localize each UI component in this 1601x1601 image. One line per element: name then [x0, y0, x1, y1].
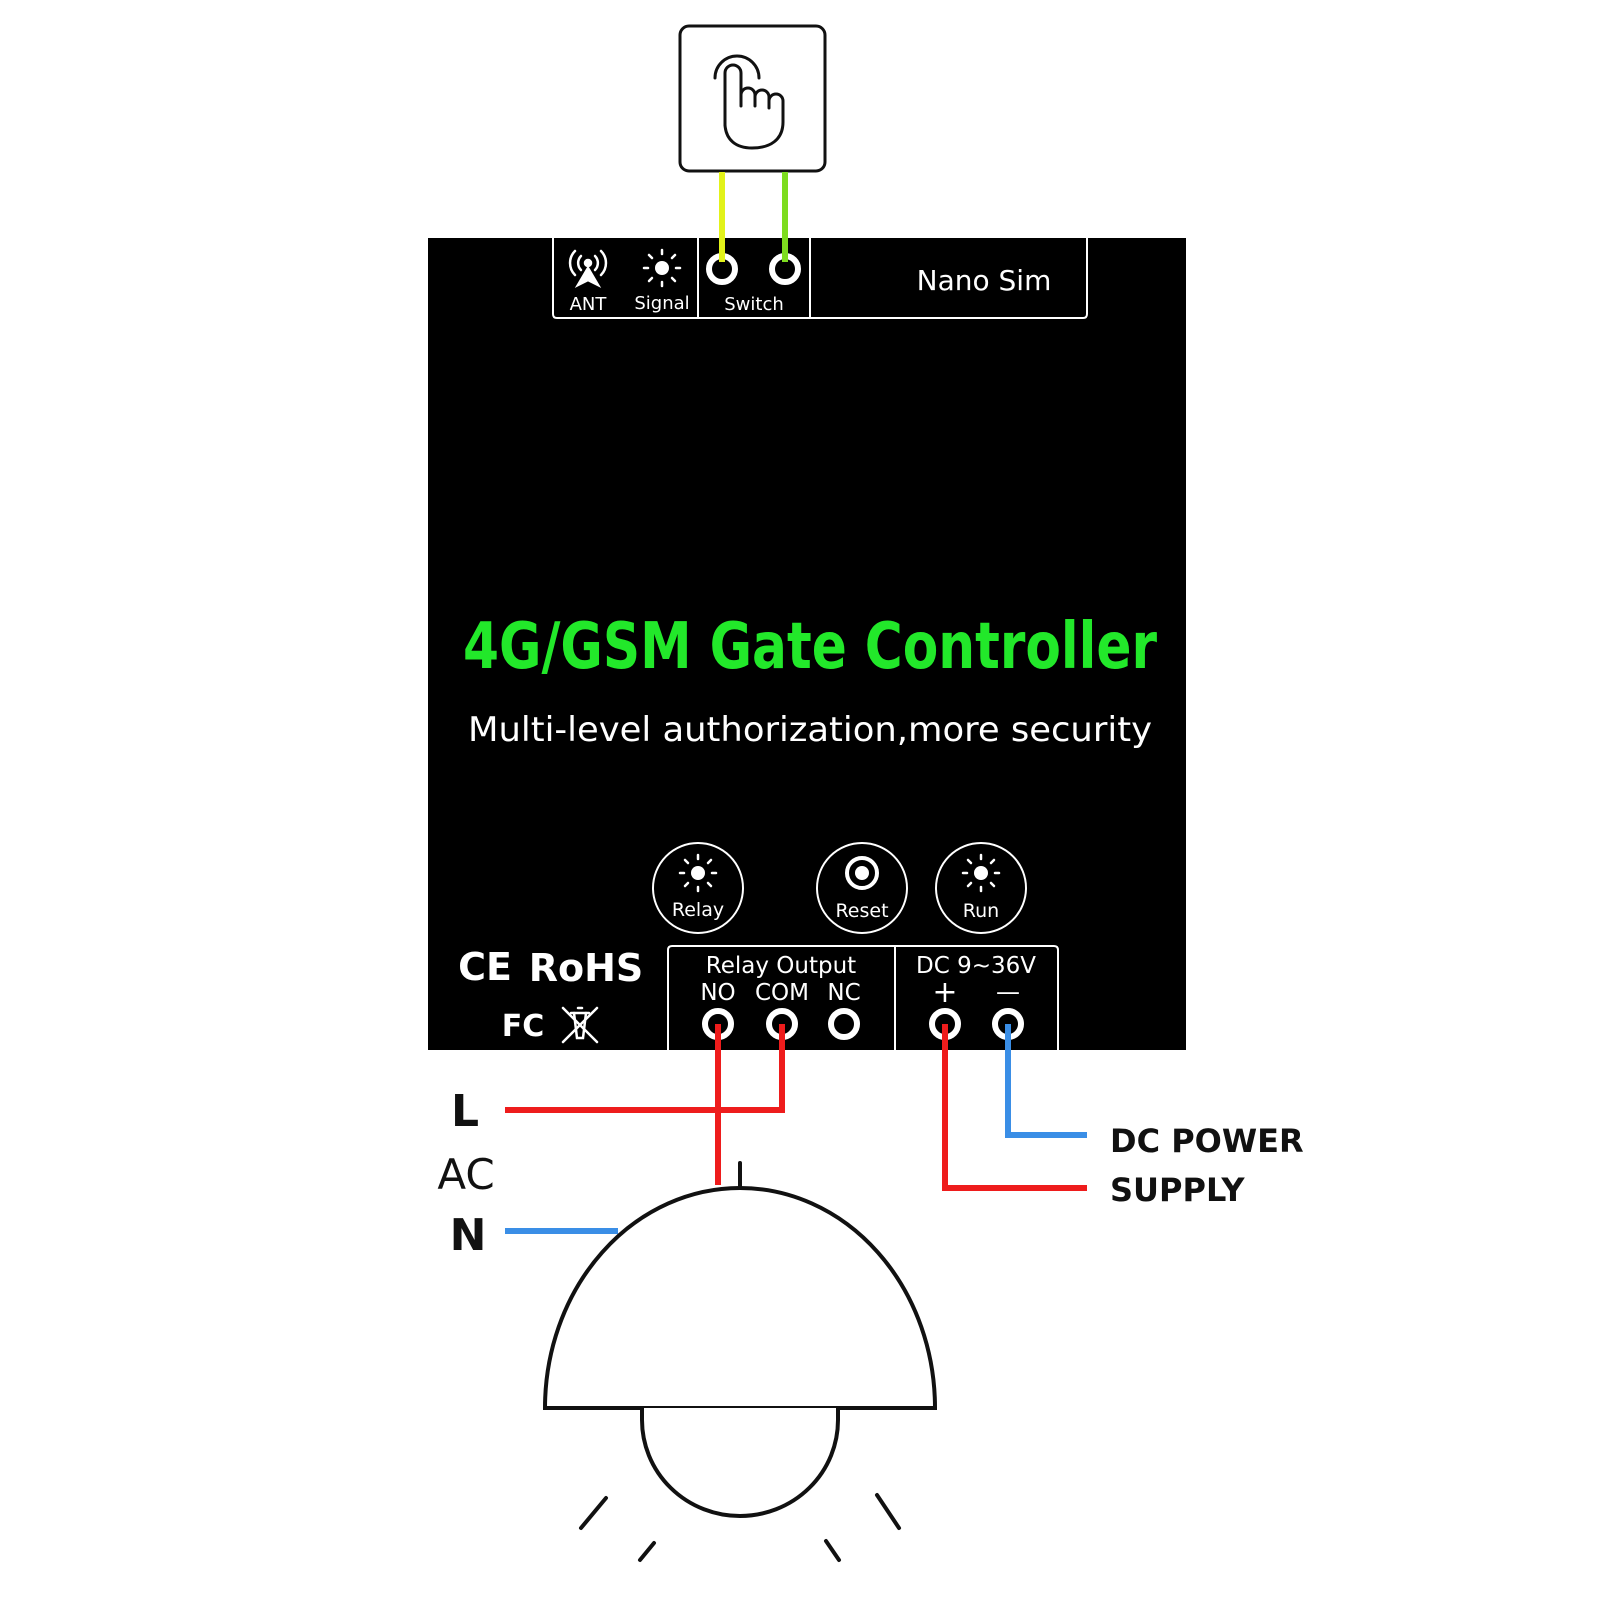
dc-power-label: DC POWER	[1110, 1122, 1304, 1160]
touch-switch	[678, 24, 827, 173]
wire-com-to-l	[505, 1024, 785, 1113]
rohs-mark: RoHS	[529, 946, 644, 990]
device-subtitle: Multi-level authorization,more security	[468, 710, 1152, 750]
signal-label: Signal	[634, 293, 689, 314]
ac-n-label: N	[450, 1210, 487, 1261]
switch-label: Switch	[724, 294, 784, 315]
weee-bin-icon	[561, 1006, 599, 1044]
wires	[505, 1024, 1087, 1234]
ant-label: ANT	[570, 294, 608, 315]
wire-dc-plus	[942, 1024, 1087, 1191]
relay-output-label: Relay Output	[706, 953, 856, 979]
touch-hand-icon	[713, 54, 785, 150]
ce-mark-icon: CE	[458, 945, 512, 989]
dc-minus-label: —	[996, 978, 1020, 1006]
run-indicator: Run	[935, 842, 1027, 934]
dc-plus-label: +	[932, 975, 957, 1010]
relay-led-icon	[678, 853, 718, 893]
supply-label: SUPPLY	[1110, 1171, 1245, 1209]
nc-label: NC	[827, 980, 860, 1006]
reset-button-icon	[845, 856, 879, 890]
ac-l-label: L	[451, 1086, 479, 1137]
certifications: CE RoHS FC	[458, 945, 643, 1044]
com-label: COM	[755, 980, 809, 1006]
run-label: Run	[963, 900, 999, 922]
dc-input-label: DC 9~36V	[916, 953, 1036, 979]
ac-label: AC	[437, 1150, 494, 1199]
relay-output-panel	[667, 945, 1059, 1050]
svg-text:CE: CE	[458, 945, 512, 989]
svg-text:FC: FC	[502, 1009, 545, 1044]
relay-indicator: Relay	[652, 842, 744, 934]
signal-led-icon	[642, 248, 682, 288]
device-body	[428, 238, 1186, 1050]
run-led-icon	[961, 853, 1001, 893]
relay-label: Relay	[672, 899, 724, 921]
reset-button: Reset	[816, 842, 908, 934]
top-panel	[552, 238, 1088, 319]
nano-sim-label: Nano Sim	[917, 264, 1052, 297]
no-label: NO	[700, 980, 735, 1006]
fcc-mark-icon: FC	[502, 1009, 545, 1044]
wire-dc-minus	[1005, 1024, 1087, 1138]
antenna-icon	[568, 249, 608, 289]
reset-label: Reset	[835, 900, 888, 922]
device-title: 4G/GSM Gate Controller	[463, 610, 1157, 684]
lamp-icon	[542, 1161, 938, 1562]
terminal-nc	[828, 1008, 860, 1040]
